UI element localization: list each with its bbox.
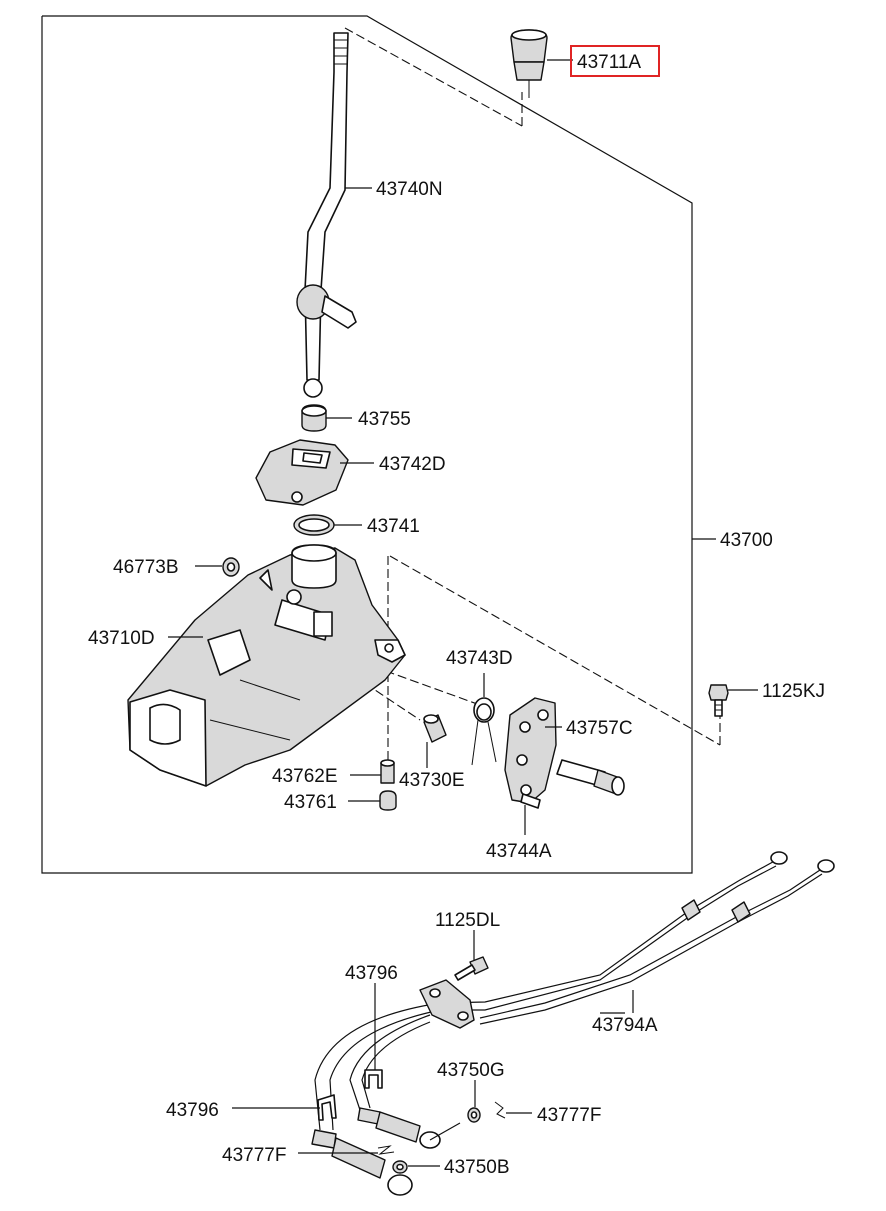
label-43796-top[interactable]: 43796 <box>345 963 398 984</box>
shift-cables[interactable] <box>314 851 835 1131</box>
leader-lines <box>168 59 758 1167</box>
shift-knob[interactable] <box>510 29 548 98</box>
label-43777F-left[interactable]: 43777F <box>222 1145 286 1166</box>
cable-clip-lower[interactable] <box>317 1094 337 1121</box>
spring-pin[interactable] <box>380 759 395 784</box>
select-lever[interactable] <box>504 697 557 809</box>
label-43710D[interactable]: 43710D <box>88 628 155 649</box>
ring[interactable] <box>293 514 335 536</box>
label-1125DL[interactable]: 1125DL <box>435 910 500 931</box>
clip-pin-right[interactable] <box>494 1101 506 1119</box>
label-46773B[interactable]: 46773B <box>113 557 179 578</box>
label-43750B[interactable]: 43750B <box>444 1157 510 1178</box>
collar[interactable] <box>423 714 447 743</box>
pin[interactable] <box>556 759 625 796</box>
label-43730E[interactable]: 43730E <box>399 770 465 791</box>
label-43757C[interactable]: 43757C <box>566 718 633 739</box>
washer-43750b[interactable] <box>392 1160 408 1174</box>
cable-end-upper[interactable] <box>357 1107 441 1149</box>
label-43755[interactable]: 43755 <box>358 409 411 430</box>
spring[interactable] <box>471 697 497 766</box>
label-43711A[interactable]: 43711A <box>577 52 641 73</box>
label-43740N[interactable]: 43740N <box>376 179 443 200</box>
label-43744A[interactable]: 43744A <box>486 841 552 862</box>
washer[interactable] <box>222 557 240 577</box>
label-1125KJ[interactable]: 1125KJ <box>762 681 825 702</box>
label-43700[interactable]: 43700 <box>720 530 773 551</box>
bushing[interactable] <box>301 404 327 432</box>
bolt-1125dl[interactable] <box>454 956 489 981</box>
label-43794A[interactable]: 43794A <box>592 1015 658 1036</box>
cable-end-lower[interactable] <box>311 1129 413 1196</box>
cable-clip-upper[interactable] <box>364 1069 383 1089</box>
cap[interactable] <box>379 790 397 811</box>
label-43796-left[interactable]: 43796 <box>166 1100 219 1121</box>
clip-pin-left[interactable] <box>377 1145 395 1155</box>
label-43743D[interactable]: 43743D <box>446 648 513 669</box>
part-labels: 43711A 43740N 43755 43742D 43741 43700 4… <box>88 52 825 1178</box>
shifter-housing[interactable] <box>127 544 406 787</box>
selected-part-highlight <box>570 45 660 77</box>
shift-lever[interactable] <box>296 32 357 398</box>
cable-bracket-plate[interactable] <box>419 979 475 1029</box>
label-43761[interactable]: 43761 <box>284 792 337 813</box>
bolt-1125kj[interactable] <box>708 684 729 717</box>
label-43741[interactable]: 43741 <box>367 516 420 537</box>
label-43742D[interactable]: 43742D <box>379 454 446 475</box>
washer-43750g[interactable] <box>467 1107 481 1123</box>
label-43777F-right[interactable]: 43777F <box>537 1105 601 1126</box>
lever-bracket[interactable] <box>255 439 349 506</box>
label-43762E[interactable]: 43762E <box>272 766 338 787</box>
label-43750G[interactable]: 43750G <box>437 1060 505 1081</box>
